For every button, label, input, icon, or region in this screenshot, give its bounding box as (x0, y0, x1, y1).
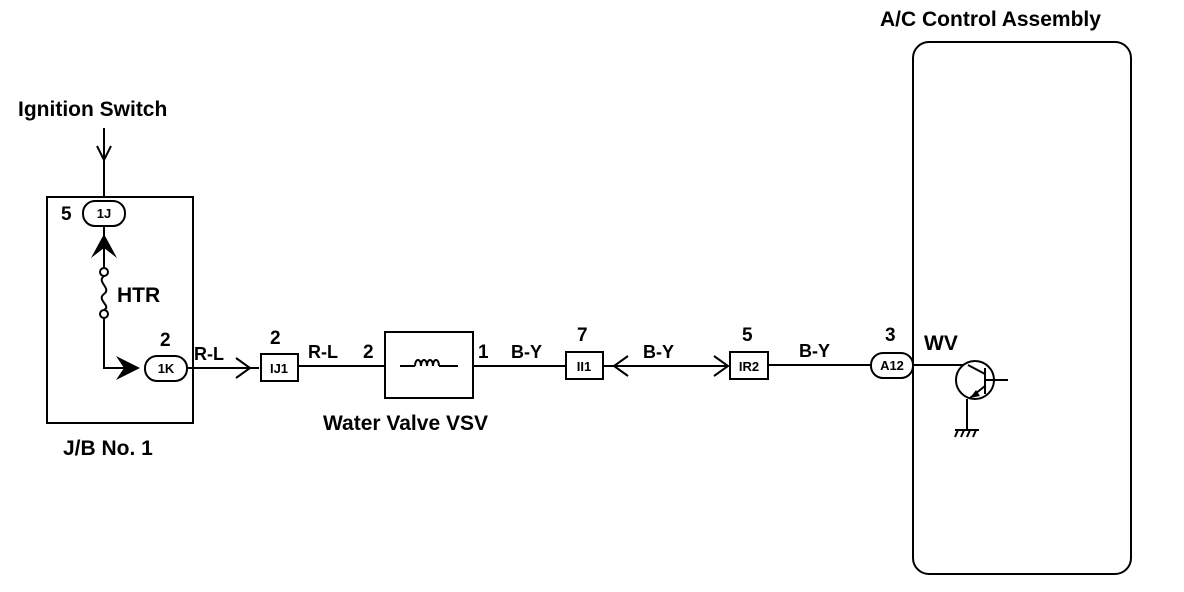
ignition-switch-label: Ignition Switch (18, 98, 167, 121)
connector-ir2 (729, 351, 769, 380)
ac-control-assembly-box (912, 41, 1132, 575)
connector-ir2-pin: 5 (742, 325, 753, 346)
wire-label-w2: R-L (308, 342, 338, 362)
connector-arrow-icon (235, 357, 252, 379)
htr-fuse-label: HTR (117, 284, 160, 307)
ground-icon (954, 399, 979, 438)
vsv-pin-right: 1 (478, 342, 489, 363)
connector-ij1-pin: 2 (270, 328, 281, 349)
vsv-pin-left: 2 (363, 342, 374, 363)
wire-fuse-1k (103, 318, 128, 369)
transistor-icon (913, 360, 1008, 400)
wire-label-w5: B-Y (799, 341, 830, 361)
connector-ii1 (565, 351, 604, 380)
water-valve-vsv-box (384, 331, 474, 399)
wire-label-w1: R-L (194, 344, 224, 364)
connector-ii1-pin: 7 (577, 325, 588, 346)
connector-ii1-label: II1 (577, 359, 591, 374)
connector-1k-pin: 2 (160, 330, 171, 351)
connector-1j-pin: 5 (61, 204, 72, 225)
wv-terminal-label: WV (924, 332, 958, 355)
connector-ij1 (260, 353, 299, 382)
connector-1j-label: 1J (97, 206, 111, 221)
connector-ij1-label: IJ1 (270, 361, 288, 376)
junction-block-box (46, 196, 194, 424)
wire-label-w3: B-Y (511, 342, 542, 362)
connector-ir2-label: IR2 (739, 359, 759, 374)
ignition-arrow-icon (96, 128, 112, 203)
male-terminal-icon (116, 356, 140, 380)
solenoid-coil-icon (400, 359, 458, 367)
junction-block-label: J/B No. 1 (63, 437, 153, 460)
connector-arrow-left-icon (612, 355, 629, 377)
connector-1k-label: 1K (158, 361, 175, 376)
female-terminal-icon (91, 234, 117, 258)
wire-label-w4: B-Y (643, 342, 674, 362)
ac-control-assembly-label: A/C Control Assembly (880, 8, 1101, 31)
connector-a12-label: A12 (880, 358, 904, 373)
connector-arrow-right-icon (713, 355, 730, 377)
water-valve-vsv-label: Water Valve VSV (323, 412, 488, 435)
connector-a12-pin: 3 (885, 325, 896, 346)
